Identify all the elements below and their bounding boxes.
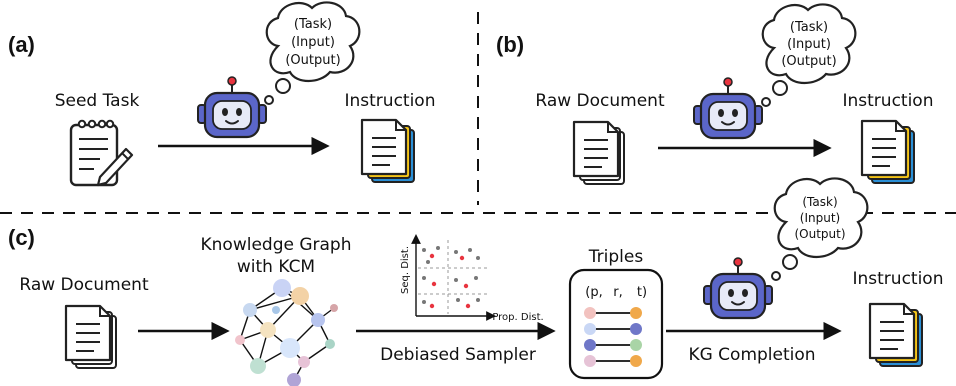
raw-document-label-b: Raw Document (535, 91, 665, 111)
robot-icon (702, 256, 774, 320)
panel-b: (b) Raw Document (Task) (Input) (Output)… (496, 3, 934, 186)
kg-completion-label: KG Completion (688, 345, 815, 365)
instruction-label-b: Instruction (843, 91, 934, 111)
thought-cloud-icon: (Task) (Input) (Output) (771, 177, 869, 281)
thought-b-output: (Output) (781, 54, 836, 69)
panel-c: (c) Raw Document Knowledge Graph with KC… (8, 177, 944, 386)
thought-c-task: (Task) (802, 195, 837, 209)
knowledge-graph-icon (235, 279, 338, 386)
scatter-ylabel: Seq. Dist. (400, 246, 411, 294)
thought-c-input: (Input) (800, 211, 840, 225)
robot-icon (196, 75, 268, 139)
thought-a-task: (Task) (294, 17, 332, 32)
triples-header-p: (p, (585, 285, 602, 300)
document-stack-icon (360, 118, 416, 184)
thought-b-task: (Task) (790, 20, 828, 35)
robot-icon (692, 76, 764, 140)
panel-a-tag: (a) (8, 32, 35, 57)
notepad-icon (69, 119, 134, 187)
panel-b-tag: (b) (496, 32, 524, 57)
thought-cloud-icon: (Task) (Input) (Output) (264, 1, 361, 105)
document-stack-icon (64, 304, 118, 370)
document-stack-icon (868, 302, 924, 368)
instruction-label-c: Instruction (853, 269, 944, 289)
thought-b-input: (Input) (787, 37, 831, 52)
seed-task-label: Seed Task (55, 91, 140, 111)
scatter-plot-icon: Seq. Dist. Prop. Dist. (400, 234, 544, 323)
thought-c-output: (Output) (794, 227, 845, 241)
raw-document-label-c: Raw Document (19, 275, 149, 295)
kg-label-line1: Knowledge Graph (201, 235, 352, 255)
triples-table-icon: (p, r, t) (568, 268, 664, 380)
triples-header-t: t) (637, 285, 647, 300)
instruction-label-a: Instruction (345, 91, 436, 111)
kg-label-line2: with KCM (237, 257, 315, 277)
triples-header-r: r, (613, 285, 622, 300)
thought-cloud-icon: (Task) (Input) (Output) (761, 3, 857, 107)
document-stack-icon (860, 119, 916, 185)
thought-a-input: (Input) (291, 35, 335, 50)
debiased-sampler-label: Debiased Sampler (380, 345, 536, 365)
triples-label: Triples (588, 247, 644, 267)
document-stack-icon (572, 120, 626, 186)
panel-c-tag: (c) (8, 225, 35, 250)
scatter-xlabel: Prop. Dist. (492, 312, 543, 323)
panel-a: (a) Seed Task (Task) (Input) (Output) (8, 1, 436, 187)
thought-a-output: (Output) (285, 53, 340, 68)
